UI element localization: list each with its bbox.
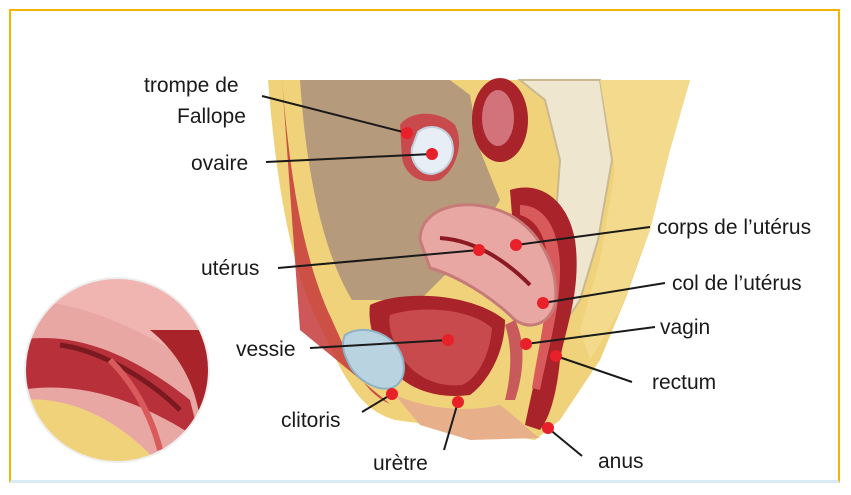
marker-trompe xyxy=(401,127,413,139)
label-vessie: vessie xyxy=(236,338,296,361)
label-ovaire: ovaire xyxy=(191,152,248,175)
marker-uretre xyxy=(452,396,464,408)
marker-clitoris xyxy=(386,388,398,400)
label-trompe-line2: Fallope xyxy=(177,105,246,128)
label-uterus: utérus xyxy=(201,257,259,280)
leader-anus xyxy=(548,428,582,456)
label-corps: corps de l’utérus xyxy=(657,216,811,239)
label-trompe-line1: trompe de xyxy=(144,74,239,97)
inset-zoom xyxy=(20,275,220,465)
marker-ovaire xyxy=(426,148,438,160)
marker-anus xyxy=(542,422,554,434)
marker-col xyxy=(537,297,549,309)
marker-vagin xyxy=(520,338,532,350)
label-col: col de l’utérus xyxy=(672,272,802,295)
label-anus: anus xyxy=(598,450,644,473)
marker-uterus xyxy=(473,244,485,256)
marker-rectum xyxy=(550,350,562,362)
label-clitoris: clitoris xyxy=(281,409,341,432)
label-uretre: urètre xyxy=(373,452,428,475)
marker-vessie xyxy=(442,334,454,346)
label-vagin: vagin xyxy=(660,316,710,339)
pelvis-illustration xyxy=(268,78,690,440)
colon-lumen xyxy=(482,90,514,146)
marker-corps xyxy=(510,239,522,251)
label-rectum: rectum xyxy=(652,371,716,394)
